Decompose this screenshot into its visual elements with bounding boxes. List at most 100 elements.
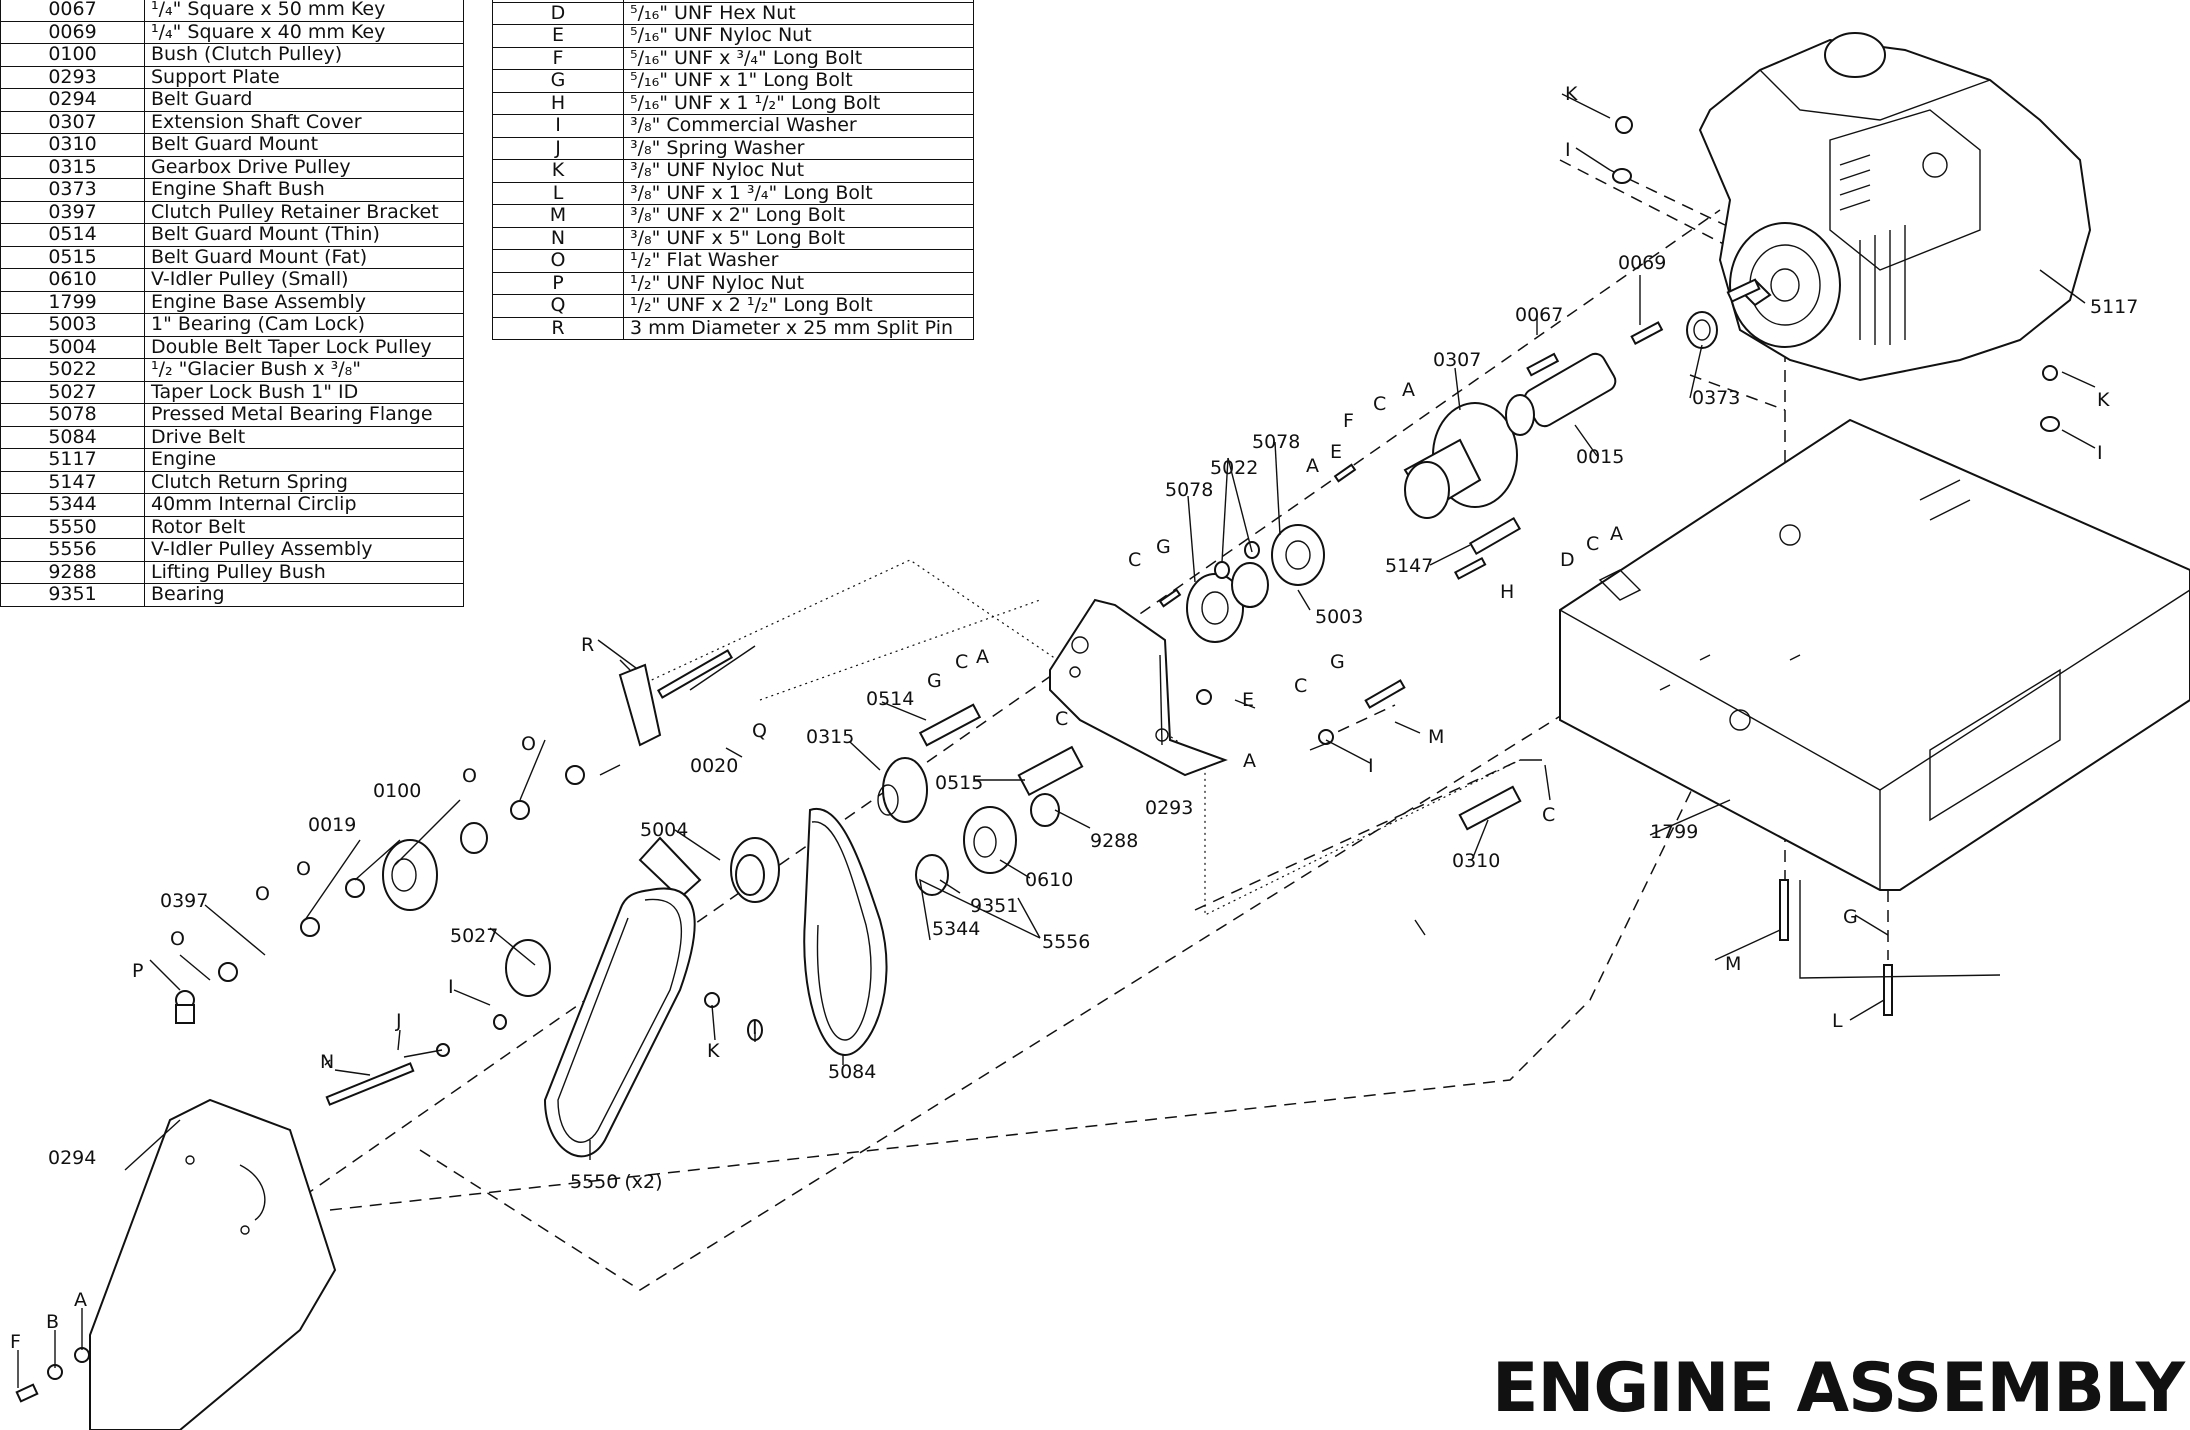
label-C-plate: C (1055, 708, 1068, 730)
label-5004: 5004 (640, 819, 688, 841)
label-I-base: I (2097, 442, 2103, 464)
label-O-3: O (255, 883, 270, 905)
diagram-title: ENGINE ASSEMBLY (1492, 1349, 2185, 1428)
part-code: 0100 (0, 43, 145, 67)
label-O-1: O (521, 733, 536, 755)
label-5117: 5117 (2090, 296, 2138, 318)
hardware-description: ³/₈" UNF x 2" Long Bolt (623, 204, 974, 228)
part-code: 0293 (0, 65, 145, 89)
part-description: Gearbox Drive Pulley (144, 155, 464, 179)
label-K-base: K (2097, 389, 2110, 411)
part-code: 0315 (0, 155, 145, 179)
part-description: 40mm Internal Circlip (144, 493, 464, 517)
part-description: Rotor Belt (144, 515, 464, 539)
label-5027: 5027 (450, 925, 498, 947)
label-I-engine: I (1565, 139, 1571, 161)
belt-guard-0294 (89, 1098, 337, 1430)
label-0015: 0015 (1576, 446, 1624, 468)
label-A-right: A (1610, 523, 1623, 545)
engine-5117 (1698, 32, 2092, 382)
label-0020: 0020 (690, 755, 738, 777)
label-E-mid: E (1242, 689, 1254, 711)
label-R: R (581, 634, 594, 656)
label-G-left: G (927, 670, 942, 692)
label-P: P (132, 960, 143, 982)
part-code: 5556 (0, 538, 145, 562)
part-description: Belt Guard Mount (144, 133, 464, 157)
label-5147: 5147 (1385, 555, 1433, 577)
label-0069: 0069 (1618, 252, 1666, 274)
label-C-left: C (955, 651, 968, 673)
part-description: Extension Shaft Cover (144, 110, 464, 134)
label-5022: 5022 (1210, 457, 1258, 479)
part-description: Bush (Clutch Pulley) (144, 43, 464, 67)
hardware-code: N (492, 226, 624, 250)
label-0294: 0294 (48, 1147, 96, 1169)
part-description: Taper Lock Bush 1" ID (144, 380, 464, 404)
label-K-engine: K (1565, 83, 1578, 105)
part-code: 0307 (0, 110, 145, 134)
hardware-code: R (492, 316, 624, 340)
label-0373: 0373 (1692, 387, 1740, 409)
part-description: ¹/₄" Square x 40 mm Key (144, 20, 464, 44)
label-D: D (1560, 549, 1575, 571)
part-code: 0069 (0, 20, 145, 44)
part-description: Bearing (144, 583, 464, 607)
label-N: N (320, 1051, 334, 1073)
part-code: 5027 (0, 380, 145, 404)
label-A-mid: A (1306, 455, 1319, 477)
label-C-g: C (1128, 549, 1141, 571)
label-Q: Q (752, 720, 767, 742)
label-0514: 0514 (866, 688, 914, 710)
part-code: 9288 (0, 560, 145, 584)
label-G-base: G (1843, 906, 1858, 928)
part-description: Clutch Pulley Retainer Bracket (144, 200, 464, 224)
label-C-base: C (1542, 804, 1555, 826)
label-0397: 0397 (160, 890, 208, 912)
extension-shaft-cover-0307 (1403, 311, 1718, 519)
label-0307: 0307 (1433, 349, 1481, 371)
assembly-axis-lines (89, 159, 1931, 1346)
leader-lines (17, 93, 2096, 1388)
hardware-description: ¹/₂" UNF x 2 ¹/₂" Long Bolt (623, 294, 974, 318)
hardware-description: ³/₈" UNF x 5" Long Bolt (623, 226, 974, 250)
label-F-guard: F (10, 1331, 21, 1353)
label-0293: 0293 (1145, 797, 1193, 819)
label-0310: 0310 (1452, 850, 1500, 872)
label-M-right: M (1428, 726, 1444, 748)
label-B: B (46, 1311, 59, 1333)
label-O-4: O (296, 858, 311, 880)
label-I-left: I (448, 976, 454, 998)
hardware-description: ³/₈" Commercial Washer (623, 114, 974, 138)
label-I-right: I (1368, 755, 1374, 777)
part-labels: 0069 0067 0373 5117 0307 0015 5078 5078 … (10, 83, 2138, 1353)
label-H: H (1500, 581, 1514, 603)
hardware-description: ⁵/₁₆" UNF x 1" Long Bolt (623, 69, 974, 93)
hardware-list-table: C⁵/₁₆" Internal Tooth WasherD⁵/₁₆" UNF H… (492, 0, 974, 340)
hardware-description: ³/₈" UNF Nyloc Nut (623, 159, 974, 183)
hardware-description: ³/₈" Spring Washer (623, 136, 974, 160)
label-A-top: A (1402, 379, 1415, 401)
